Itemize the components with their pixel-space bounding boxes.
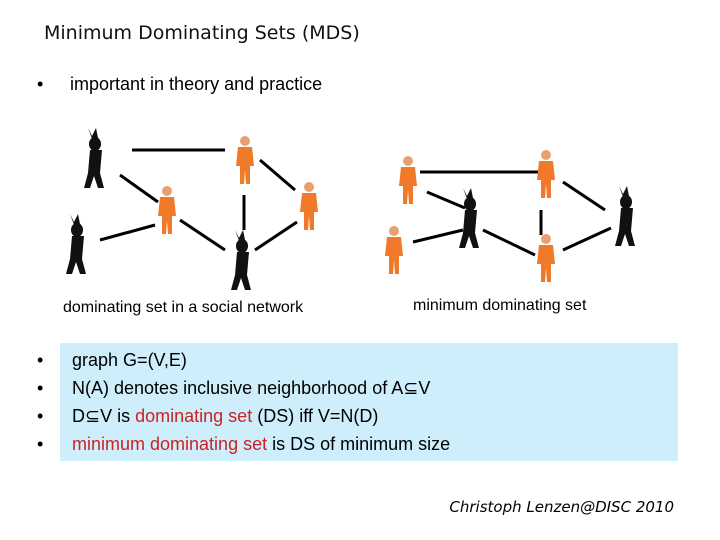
bullet-text: D bbox=[72, 406, 86, 426]
edge bbox=[254, 220, 298, 252]
cat-node bbox=[66, 214, 86, 274]
edge bbox=[99, 223, 156, 242]
cat-node bbox=[459, 188, 479, 248]
term-dominating-set: dominating set bbox=[135, 406, 253, 426]
prisoner-node bbox=[236, 136, 254, 184]
bullet-dot: • bbox=[37, 74, 44, 94]
left-graph bbox=[60, 110, 340, 295]
bullet-row: • N(A) denotes inclusive neighborhood of… bbox=[37, 374, 450, 402]
edge bbox=[259, 158, 296, 192]
cat-node bbox=[84, 128, 104, 188]
bullet-dot: • bbox=[37, 350, 44, 370]
prisoner-node bbox=[537, 150, 555, 198]
cat-node bbox=[231, 230, 251, 290]
edge bbox=[412, 228, 464, 244]
edge bbox=[426, 190, 466, 210]
edge bbox=[119, 173, 159, 204]
prisoner-node bbox=[300, 182, 318, 230]
subseteq-symbol: ⊆ bbox=[85, 406, 101, 426]
prisoner-node bbox=[158, 186, 176, 234]
bullet-text: N(A) denotes inclusive neighborhood of A bbox=[72, 378, 404, 398]
intro-bullet-text: important in theory and practice bbox=[70, 74, 323, 94]
edge bbox=[562, 180, 606, 212]
bullet-row: • graph G=(V,E) bbox=[37, 346, 450, 374]
slide-title: Minimum Dominating Sets (MDS) bbox=[44, 22, 360, 44]
edge bbox=[179, 218, 226, 252]
bullet-dot: • bbox=[37, 378, 44, 398]
term-minimum-dominating-set: minimum dominating set bbox=[72, 434, 268, 454]
prisoner-node bbox=[537, 234, 555, 282]
left-graph-svg bbox=[66, 128, 318, 290]
edge bbox=[482, 228, 536, 257]
cat-node bbox=[615, 186, 635, 246]
definition-bullets: • graph G=(V,E) • N(A) denotes inclusive… bbox=[37, 346, 450, 458]
footer-credit: Christoph Lenzen@DISC 2010 bbox=[449, 498, 674, 516]
left-caption: dominating set in a social network bbox=[63, 299, 304, 316]
bullet-row: • D⊆V is dominating set (DS) iff V=N(D) bbox=[37, 402, 450, 430]
intro-bullet: • important in theory and practice bbox=[37, 74, 322, 95]
edge bbox=[562, 226, 612, 252]
right-graph bbox=[375, 110, 655, 295]
right-graph-svg bbox=[385, 150, 635, 282]
bullet-dot: • bbox=[37, 406, 44, 426]
subseteq-symbol: ⊆ bbox=[403, 378, 419, 398]
prisoner-node bbox=[399, 156, 417, 204]
right-caption: minimum dominating set bbox=[413, 297, 587, 314]
bullet-text: graph G=(V,E) bbox=[72, 350, 187, 370]
bullet-dot: • bbox=[37, 434, 44, 454]
prisoner-node bbox=[385, 226, 403, 274]
bullet-text: is DS of minimum size bbox=[267, 434, 451, 454]
definitions-highlight-box bbox=[60, 343, 678, 461]
bullet-text: V bbox=[418, 378, 431, 398]
bullet-row: • minimum dominating set is DS of minimu… bbox=[37, 430, 450, 458]
bullet-text: (DS) iff V=N(D) bbox=[252, 406, 379, 426]
bullet-text: V is bbox=[100, 406, 136, 426]
